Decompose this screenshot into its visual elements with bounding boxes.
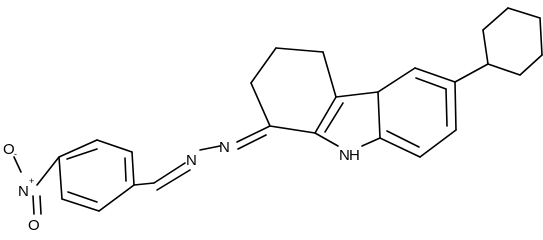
nitro-oxygen-double-label: O <box>28 217 40 234</box>
hydrazone-nn-bond <box>199 145 221 151</box>
nitro-group-bonds <box>13 156 60 215</box>
ch-aryl-bond <box>133 182 155 186</box>
imine-nitrogen-label: N <box>219 139 230 156</box>
nitro-nitrogen-label: N <box>18 183 29 200</box>
carbazole-benzene-ring <box>377 67 457 158</box>
nitro-oxygen-charge: - <box>14 149 17 159</box>
cyclohexyl-benzene-bond <box>454 63 489 83</box>
tetrahydro-ring <box>250 47 337 134</box>
nitrobenzene-ring <box>58 139 135 212</box>
nitro-oxygen-single-label: O <box>3 141 15 158</box>
carbazole-hydrogen-label: H <box>349 147 360 164</box>
hydrazone-nitrogen-label: N <box>186 152 197 169</box>
azomethine-double-bond <box>153 162 191 191</box>
nitro-nitrogen-charge: + <box>29 176 34 186</box>
pyrrole-ring <box>314 91 381 147</box>
imine-double-bond <box>236 125 271 150</box>
cyclohexyl-ring <box>482 7 543 76</box>
carbazole-nitrogen-label: N <box>339 147 350 164</box>
